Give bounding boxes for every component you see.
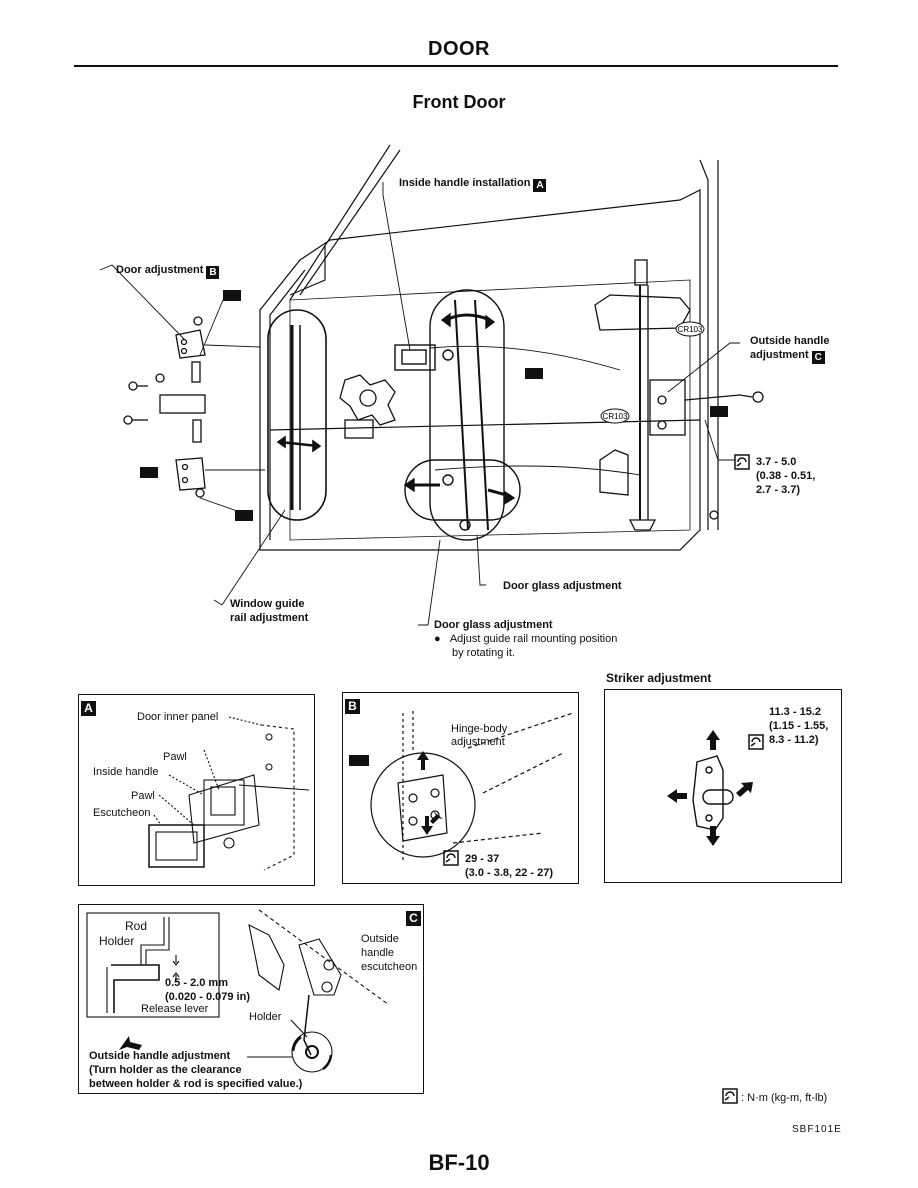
door-adjustment-callout: Door adjustment B [116,264,220,279]
arrow-up-icon [706,730,720,750]
holder-label-2: Holder [249,1011,282,1023]
hinge-torque-line2: (3.0 - 3.8, 22 - 27) [465,867,554,879]
arrow-down-icon [421,816,433,835]
striker-torque-line3: 8.3 - 11.2) [769,734,819,746]
bullet-note-line1: ● Adjust guide rail mounting position [434,633,618,645]
outside-handle-adj-line1: Outside handle adjustment [89,1050,231,1062]
rod-label: Rod [125,919,148,933]
torque-legend: : N·m (kg-m, ft-lb) [722,1088,827,1104]
pawl-label-2: Pawl [131,790,155,802]
upper-hinge [123,316,206,443]
torque-value-line1: 3.7 - 5.0 [756,456,797,468]
arrow-right-icon [736,782,753,797]
outside-escutcheon-line2: handle [361,947,395,959]
legend-text: : N·m (kg-m, ft-lb) [741,1092,828,1104]
outside-handle-callout-line2: adjustment C [750,349,825,364]
holder-label-1: Holder [99,934,135,948]
regulator-motor [339,374,396,439]
striker-diagram [667,730,764,846]
arrow-down-icon [706,826,720,846]
hinge-body-label-line2: adjustment [451,736,505,748]
tightening-tag-b [349,755,369,766]
section-title: Front Door [412,92,506,112]
front-door-diagram: CR103 CR103 [99,144,764,626]
door-inner-panel-label: Door inner panel [137,711,219,723]
panel-c-tag: C [406,911,421,926]
window-regulator [394,289,521,541]
torque-wrench-icon [734,454,750,470]
torque-value-line3: 2.7 - 3.7) [756,484,801,496]
pawl-label-1: Pawl [163,751,187,763]
window-guide-callout-line2: rail adjustment [230,612,309,624]
cr-label: CR103 [603,412,628,421]
arrow-icon [119,1036,142,1050]
striker-torque-line1: 11.3 - 15.2 [769,706,821,718]
header-rule [74,65,838,67]
page-header-title: DOOR [428,38,490,60]
arrow-left-icon [667,789,687,803]
window-guide-callout-line1: Window guide [230,598,305,610]
panel-c-outside-handle: C Rod Holder 0.5 - 2.0 mm (0.020 - 0.079… [78,904,424,1094]
clearance-line1: 0.5 - 2.0 mm [165,977,228,989]
figure-code: SBF101E [792,1124,842,1135]
page-number: BF-10 [428,1150,490,1175]
hinge-torque-line1: 29 - 37 [465,853,500,865]
outside-escutcheon-line1: Outside [361,933,399,945]
lower-hinge [175,457,206,498]
outside-handle-diagram [86,909,390,1073]
door-glass-callout-1: Door glass adjustment [503,580,622,592]
door-glass-callout-2: Door glass adjustment [434,619,553,631]
inside-handle-label: Inside handle [93,766,159,778]
panel-a-tag: A [81,701,96,716]
inside-handle-diagram [148,716,310,871]
torque-value-line2: (0.38 - 0.51, [756,470,816,482]
hinge-diagram [349,711,574,866]
arrow-diag-icon [430,811,443,824]
escutcheon-label: Escutcheon [93,807,151,819]
striker-panel: 11.3 - 15.2 (1.15 - 1.55, 8.3 - 11.2) [604,689,842,883]
ref-tag-b: B [206,266,220,279]
panel-b-tag: B [345,699,360,714]
outside-handle-callout-line1: Outside handle [750,335,830,347]
outside-handle-adj-line2: (Turn holder as the clearance [89,1064,242,1076]
window-guide-rail [267,309,327,521]
ref-tag-c: C [811,351,825,364]
release-lever-label: Release lever [141,1003,209,1015]
torque-wrench-icon [722,1088,738,1104]
inside-handle-callout: Inside handle installation A [399,177,547,192]
hinge-body-label-line1: Hinge-body [451,723,508,735]
clearance-line2: (0.020 - 0.079 in) [165,991,250,1003]
outside-escutcheon-line3: escutcheon [361,961,418,973]
cr-label: CR103 [678,325,703,334]
arrow-up-icon [417,751,429,770]
panel-b-hinge: B Hinge-body adjustment 29 - 37 (3.0 - 3… [342,692,579,884]
bullet-note-line2: by rotating it. [452,647,515,659]
tightening-tags [140,290,728,521]
panel-a-inside-handle: A Door inner panel Pawl Inside handle Pa… [78,694,315,886]
striker-torque-line2: (1.15 - 1.55, [769,720,829,732]
ref-tag-a: A [533,179,547,192]
striker-title: Striker adjustment [606,671,712,685]
outside-handle-adj-line3: between holder & rod is specified value.… [89,1078,303,1090]
latch-assembly [429,259,764,531]
